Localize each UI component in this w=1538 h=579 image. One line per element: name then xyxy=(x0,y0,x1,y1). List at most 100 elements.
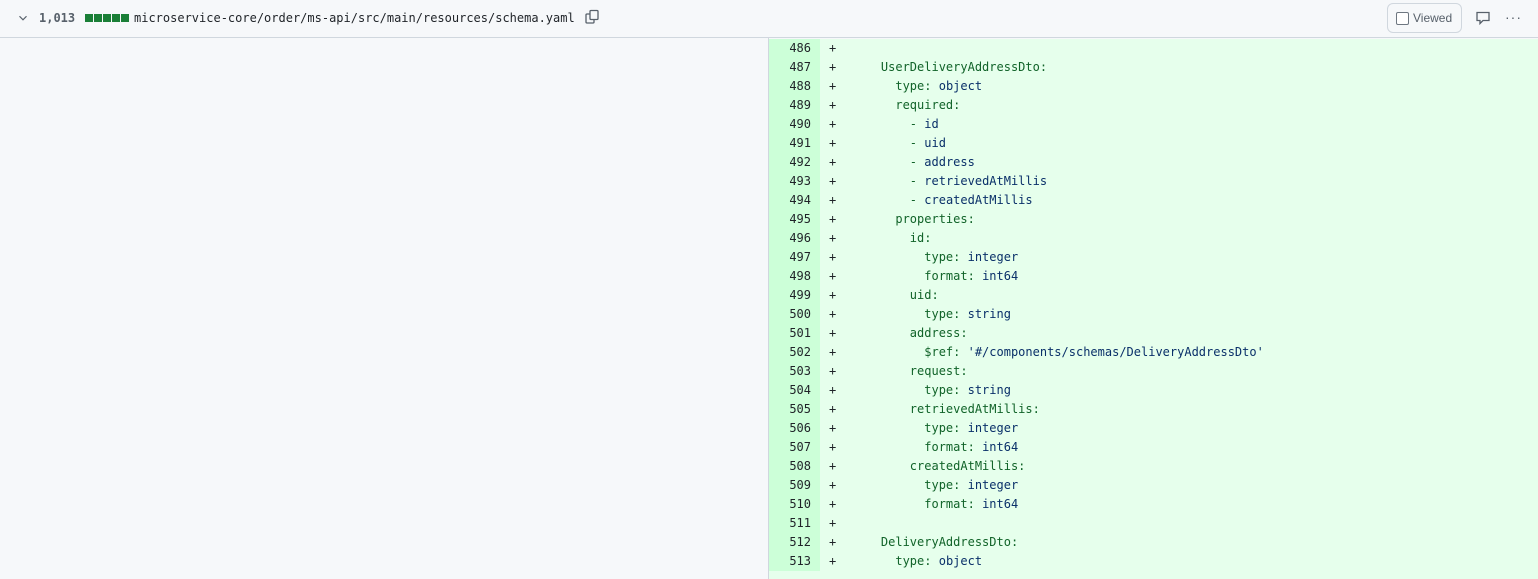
comment-icon[interactable] xyxy=(1475,10,1491,26)
code-text: - createdAtMillis xyxy=(851,191,1538,210)
line-number[interactable]: 486 xyxy=(769,39,820,58)
code-text: type: integer xyxy=(851,476,1538,495)
line-number[interactable]: 511 xyxy=(769,514,820,533)
diff-line: 507+ format: int64 xyxy=(769,438,1538,457)
code-text: required: xyxy=(851,96,1538,115)
line-number[interactable]: 496 xyxy=(769,229,820,248)
yaml-key: id: xyxy=(909,231,932,245)
yaml-key: DeliveryAddressDto: xyxy=(880,535,1019,549)
code-text: type: string xyxy=(851,381,1538,400)
checkbox-icon[interactable] xyxy=(1396,11,1409,25)
yaml-value: integer xyxy=(967,478,1019,492)
code-text: type: integer xyxy=(851,248,1538,267)
line-number[interactable]: 510 xyxy=(769,495,820,514)
diff-line: 486+ xyxy=(769,39,1538,58)
diff-line: 496+ id: xyxy=(769,229,1538,248)
chevron-down-icon[interactable] xyxy=(16,11,30,25)
line-number[interactable]: 500 xyxy=(769,305,820,324)
diff-line: 493+ - retrievedAtMillis xyxy=(769,172,1538,191)
diff-line: 513+ type: object xyxy=(769,552,1538,571)
line-number[interactable]: 501 xyxy=(769,324,820,343)
line-number[interactable]: 503 xyxy=(769,362,820,381)
indent xyxy=(852,269,924,283)
yaml-key: retrievedAtMillis: xyxy=(909,402,1040,416)
yaml-value: id xyxy=(924,117,939,131)
yaml-key: - xyxy=(909,174,918,188)
line-number[interactable]: 494 xyxy=(769,191,820,210)
copy-icon[interactable] xyxy=(584,9,600,25)
line-number[interactable]: 488 xyxy=(769,77,820,96)
code-text: createdAtMillis: xyxy=(851,457,1538,476)
indent xyxy=(852,193,910,207)
indent xyxy=(852,364,910,378)
code-text: - uid xyxy=(851,134,1538,153)
addition-marker: + xyxy=(820,115,851,134)
line-number[interactable]: 495 xyxy=(769,210,820,229)
addition-marker: + xyxy=(820,134,851,153)
diff-line: 491+ - uid xyxy=(769,134,1538,153)
code-text: - address xyxy=(851,153,1538,172)
line-number[interactable]: 513 xyxy=(769,552,820,571)
diff-line: 500+ type: string xyxy=(769,305,1538,324)
file-path[interactable]: microservice-core/order/ms-api/src/main/… xyxy=(134,11,575,25)
line-number[interactable]: 498 xyxy=(769,267,820,286)
yaml-value: address xyxy=(924,155,975,169)
yaml-key: properties: xyxy=(895,212,975,226)
yaml-value: string xyxy=(967,383,1011,397)
diff-line: 489+ required: xyxy=(769,96,1538,115)
line-number[interactable]: 487 xyxy=(769,58,820,77)
addition-marker: + xyxy=(820,476,851,495)
line-number[interactable]: 491 xyxy=(769,134,820,153)
addition-marker: + xyxy=(820,419,851,438)
addition-marker: + xyxy=(820,96,851,115)
more-options-icon[interactable]: ··· xyxy=(1505,9,1522,25)
yaml-value: uid xyxy=(924,136,946,150)
code-text: retrievedAtMillis: xyxy=(851,400,1538,419)
line-number[interactable]: 502 xyxy=(769,343,820,362)
addition-marker: + xyxy=(820,191,851,210)
diff-line: 509+ type: integer xyxy=(769,476,1538,495)
diff-line: 497+ type: integer xyxy=(769,248,1538,267)
diffstat-bar xyxy=(85,14,129,22)
line-number[interactable]: 506 xyxy=(769,419,820,438)
yaml-value: string xyxy=(967,307,1011,321)
line-number[interactable]: 509 xyxy=(769,476,820,495)
line-number[interactable]: 504 xyxy=(769,381,820,400)
line-number[interactable]: 507 xyxy=(769,438,820,457)
line-number[interactable]: 497 xyxy=(769,248,820,267)
line-number[interactable]: 493 xyxy=(769,172,820,191)
diff-line: 508+ createdAtMillis: xyxy=(769,457,1538,476)
line-number[interactable]: 512 xyxy=(769,533,820,552)
code-text: format: int64 xyxy=(851,267,1538,286)
addition-marker: + xyxy=(820,39,851,58)
code-text: $ref: '#/components/schemas/DeliveryAddr… xyxy=(851,343,1538,362)
line-number[interactable]: 505 xyxy=(769,400,820,419)
addition-marker: + xyxy=(820,172,851,191)
diff-line: 487+ UserDeliveryAddressDto: xyxy=(769,58,1538,77)
yaml-value: createdAtMillis xyxy=(924,193,1033,207)
line-number[interactable]: 489 xyxy=(769,96,820,115)
indent xyxy=(852,174,910,188)
addition-marker: + xyxy=(820,438,851,457)
diff-left-pane xyxy=(0,38,769,579)
line-number[interactable]: 490 xyxy=(769,115,820,134)
indent xyxy=(852,478,924,492)
addition-marker: + xyxy=(820,305,851,324)
addition-marker: + xyxy=(820,286,851,305)
file-header: 1,013 microservice-core/order/ms-api/src… xyxy=(0,0,1538,38)
additions-count: 1,013 xyxy=(39,11,76,25)
yaml-value: int64 xyxy=(982,440,1019,454)
yaml-key: - xyxy=(909,117,918,131)
line-number[interactable]: 508 xyxy=(769,457,820,476)
diff-line: 512+ DeliveryAddressDto: xyxy=(769,533,1538,552)
diff-line: 498+ format: int64 xyxy=(769,267,1538,286)
yaml-key: - xyxy=(909,136,918,150)
diff-line: 511+ xyxy=(769,514,1538,533)
diff-line: 492+ - address xyxy=(769,153,1538,172)
yaml-key: type: xyxy=(895,554,932,568)
line-number[interactable]: 492 xyxy=(769,153,820,172)
line-number[interactable]: 499 xyxy=(769,286,820,305)
addition-marker: + xyxy=(820,381,851,400)
viewed-checkbox-button[interactable]: Viewed xyxy=(1387,3,1462,33)
indent xyxy=(852,497,924,511)
